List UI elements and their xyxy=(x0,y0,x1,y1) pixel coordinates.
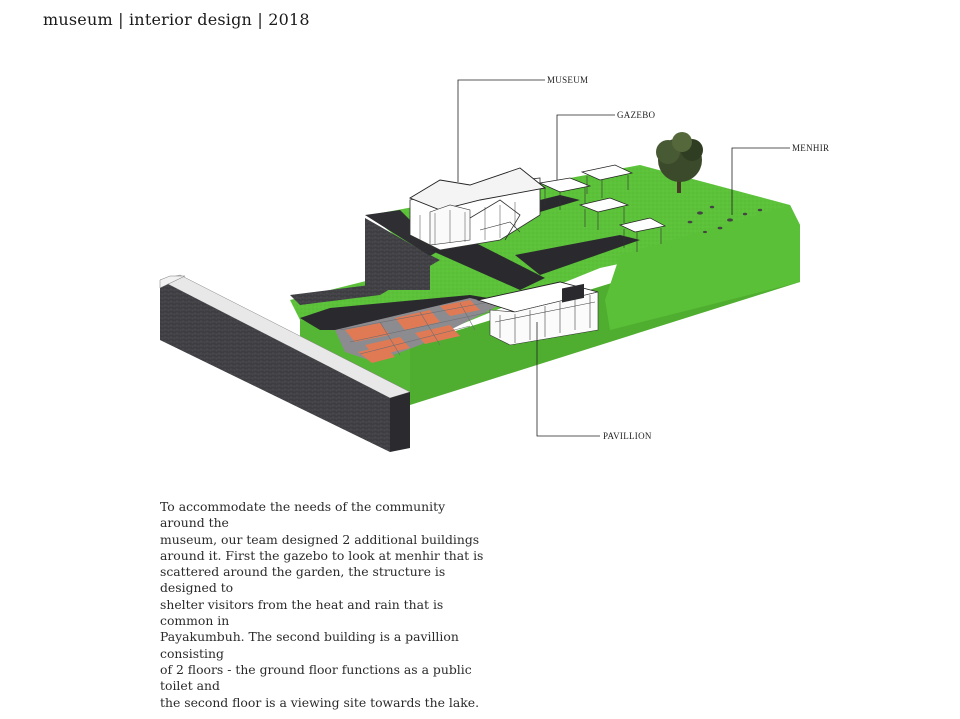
description-line: of 2 floors - the ground floor functions… xyxy=(160,661,472,694)
description-line: around it. First the gazebo to look at m… xyxy=(160,547,484,563)
terrain-right-plane xyxy=(605,205,800,330)
museum-building xyxy=(408,167,547,251)
label-gazebo: GAZEBO xyxy=(617,110,655,120)
page-header: museum | interior design | 2018 xyxy=(43,10,310,29)
description-line: To accommodate the needs of the communit… xyxy=(160,499,446,531)
gazebo-4 xyxy=(618,217,667,252)
site-axonometric-diagram: MUSEUM GAZEBO MENHIR PAVILLION xyxy=(159,75,829,452)
leader-museum xyxy=(457,79,545,182)
left-boundary-wall xyxy=(159,274,411,452)
leader-gazebo xyxy=(556,114,615,180)
pavillion-building xyxy=(476,281,599,346)
leader-menhir xyxy=(731,147,790,215)
gazebo-buildings xyxy=(538,164,667,252)
path-diagonal xyxy=(430,240,545,290)
label-pavillion: PAVILLION xyxy=(603,431,652,441)
gazebo-3 xyxy=(578,197,630,230)
description-line: the second floor is a viewing site towar… xyxy=(160,694,480,710)
inner-wall xyxy=(290,255,440,305)
leader-lines xyxy=(457,79,790,437)
description-line: shelter visitors from the heat and rain … xyxy=(160,596,444,629)
menhir-stones xyxy=(687,205,763,234)
description-line: Payakumbuh. The second building is a pav… xyxy=(160,629,459,661)
gazebo-1 xyxy=(538,177,592,210)
tree xyxy=(656,132,703,193)
description-paragraph: To accommodate the needs of the communit… xyxy=(160,499,490,711)
label-menhir: MENHIR xyxy=(792,143,829,153)
gazebo-2 xyxy=(580,164,634,198)
tiled-plaza xyxy=(335,298,501,363)
label-museum: MUSEUM xyxy=(547,75,588,85)
back-retaining-wall-top xyxy=(365,210,440,256)
description-line: museum, our team designed 2 additional b… xyxy=(160,531,480,547)
path-center xyxy=(515,235,640,275)
description-line: scattered around the garden, the structu… xyxy=(160,564,446,596)
leader-pavillion xyxy=(536,322,600,437)
